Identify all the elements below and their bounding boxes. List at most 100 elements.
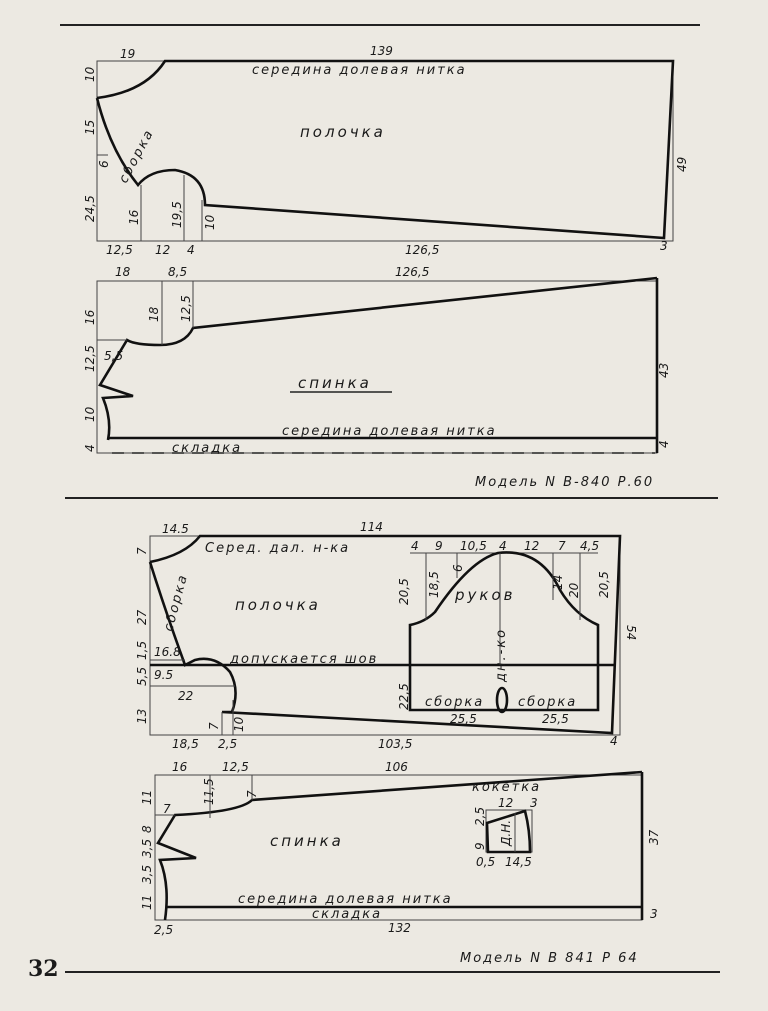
gather-label: сборка <box>518 695 577 710</box>
pattern-1-back: спинка середина долевая нитка складка 18… <box>83 265 671 456</box>
dim: 16 <box>172 760 188 774</box>
dim: 7 <box>135 547 149 555</box>
dim: 4,5 <box>580 539 599 553</box>
grain-label: Д.Н. <box>499 820 513 847</box>
dim: 20 <box>567 582 581 598</box>
dim: 14,5 <box>505 855 532 869</box>
dim: 132 <box>388 921 411 935</box>
caption-model-1: Модель N В-840 Р.60 <box>475 475 654 490</box>
dim: 126,5 <box>395 265 429 279</box>
dim: 7 <box>558 539 566 553</box>
front-title: полочка <box>300 123 386 141</box>
fold-label: складка <box>312 907 382 922</box>
seam-allowance-label: допускается шов <box>229 652 378 667</box>
dim: 114 <box>360 520 383 534</box>
dim: 18,5 <box>172 737 199 751</box>
dim: 10 <box>83 66 97 82</box>
dim: 25,5 <box>450 712 477 726</box>
dim: 11 <box>140 790 154 805</box>
dim: 4 <box>83 444 97 452</box>
dim: 9 <box>473 842 487 850</box>
dim: 12,5 <box>83 345 97 372</box>
dim: 12 <box>498 796 513 810</box>
dim: 9.5 <box>154 668 173 682</box>
grain-label: середина долевая нитка <box>252 63 467 78</box>
dim: 4 <box>411 539 419 553</box>
dim: 2,5 <box>154 923 173 937</box>
back-title: спинка <box>298 374 372 392</box>
pattern-2-yoke: кокетка Д.Н. 12 3 2,5 9 0,5 14,5 <box>472 780 541 869</box>
sleeve-title: руков <box>454 586 515 604</box>
dim: 18 <box>147 306 161 322</box>
dim: 8,5 <box>168 265 187 279</box>
dim: 10,5 <box>460 539 487 553</box>
dim: 15 <box>83 120 97 135</box>
dim: 103,5 <box>378 737 412 751</box>
dim: 13 <box>135 709 149 724</box>
dim: 10 <box>83 406 97 422</box>
grain-label: дн.-ко <box>494 628 509 683</box>
dim: 16 <box>83 309 97 325</box>
gather-notch <box>495 686 509 714</box>
dim: 14 <box>551 575 565 590</box>
dim: 6 <box>451 564 465 572</box>
dim: 12 <box>524 539 539 553</box>
dim: 14.5 <box>162 522 189 536</box>
dim: 12,5 <box>179 295 193 322</box>
dim: 6 <box>97 160 111 168</box>
dim: 7 <box>245 790 259 798</box>
dim: 9 <box>435 539 443 553</box>
dim: 43 <box>657 363 671 378</box>
dim: 3 <box>650 907 658 921</box>
grain-label: середина долевая нитка <box>238 892 453 907</box>
pattern-2-back: спинка середина долевая нитка складка 16… <box>140 760 661 937</box>
dim: 24,5 <box>83 195 97 222</box>
dim: 11 <box>140 895 154 910</box>
dim: 22,5 <box>397 683 411 710</box>
dim: 2,5 <box>473 807 487 826</box>
dim: 49 <box>675 157 689 172</box>
dim: 16 <box>127 209 141 225</box>
pattern-2-front: полочка Серед. дал. н-ка сборка допускае… <box>135 520 638 751</box>
dim: 22 <box>178 689 193 703</box>
gather-label: сборка <box>425 695 484 710</box>
dim: 18 <box>115 265 131 279</box>
yoke-title: кокетка <box>472 780 541 795</box>
pattern-1-front: полочка середина долевая нитка сборка 19… <box>83 44 689 257</box>
dim: 19,5 <box>170 201 184 228</box>
caption-model-2: Модель N В 841 Р 64 <box>460 951 639 966</box>
dim: 0,5 <box>476 855 495 869</box>
dim: 20,5 <box>397 578 411 605</box>
dim: 20,5 <box>597 571 611 598</box>
dim: 1,5 <box>135 641 149 660</box>
dim: 2,5 <box>218 737 237 751</box>
dim: 4 <box>610 734 618 748</box>
dim: 27 <box>135 609 149 625</box>
gather-label: сборка <box>161 572 191 633</box>
dim: 4 <box>657 440 671 448</box>
dim: 18,5 <box>427 571 441 598</box>
page-number: 32 <box>28 956 59 982</box>
dim: 12 <box>155 243 170 257</box>
dim: 25,5 <box>542 712 569 726</box>
front-title: полочка <box>235 596 321 614</box>
dim: 7 <box>163 802 171 816</box>
dim: 5,5 <box>135 667 149 686</box>
dim: 54 <box>624 625 638 640</box>
back-title: спинка <box>270 832 344 850</box>
dim: 12,5 <box>222 760 249 774</box>
dim: 4 <box>499 539 507 553</box>
grain-label: середина долевая нитка <box>282 424 497 439</box>
dim: 139 <box>370 44 393 58</box>
pattern-2-sleeve: руков дн.-ко сборка сборка 4 9 10,5 4 12… <box>397 539 611 726</box>
dim: 16.8 <box>154 645 181 659</box>
dim: 10 <box>232 716 246 732</box>
gather-label: сборка <box>116 127 157 186</box>
dim: 3,5 <box>140 839 154 858</box>
dim: 7 <box>207 722 221 730</box>
dim: 37 <box>647 829 661 845</box>
dim: 4 <box>187 243 195 257</box>
dim: 12,5 <box>106 243 133 257</box>
dim: 3 <box>530 796 538 810</box>
